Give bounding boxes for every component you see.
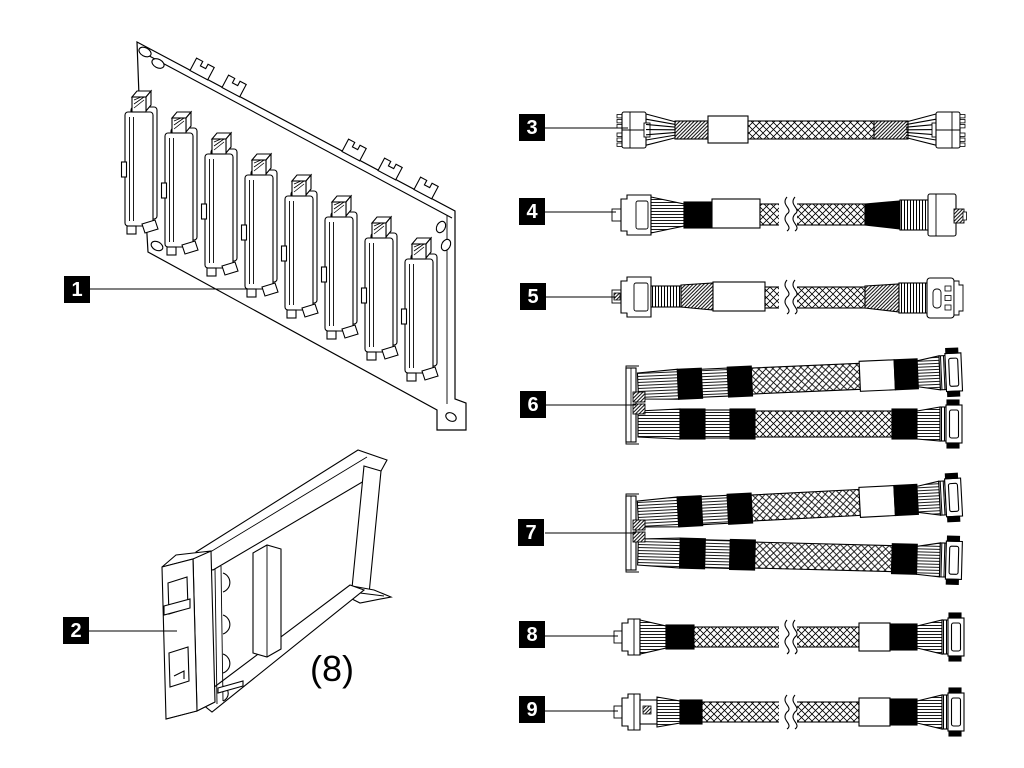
callout-1: 1 (64, 276, 90, 303)
callout-6: 6 (520, 391, 546, 418)
callout-7: 7 (518, 519, 544, 546)
signal-cable-icon-9 (613, 687, 965, 737)
callout-2: 2 (63, 617, 89, 644)
callout-8: 8 (519, 621, 545, 648)
power-cable-icon (616, 111, 966, 149)
drive-backplane-icon (120, 40, 467, 431)
drive-filler-tray-icon: (8) (161, 449, 393, 720)
callout-5: 5 (520, 283, 546, 310)
signal-cable-icon-5 (611, 276, 964, 319)
callout-9: 9 (519, 696, 545, 723)
tray-quantity: (8) (310, 648, 354, 689)
dual-split-cable-icon-6 (625, 347, 964, 449)
signal-cable-icon-4 (611, 193, 967, 237)
callout-4: 4 (519, 198, 545, 225)
signal-cable-icon-8 (613, 612, 965, 662)
callout-leader-lines (89, 127, 636, 712)
callout-3: 3 (519, 114, 545, 141)
dual-split-cable-icon-7 (625, 472, 964, 586)
